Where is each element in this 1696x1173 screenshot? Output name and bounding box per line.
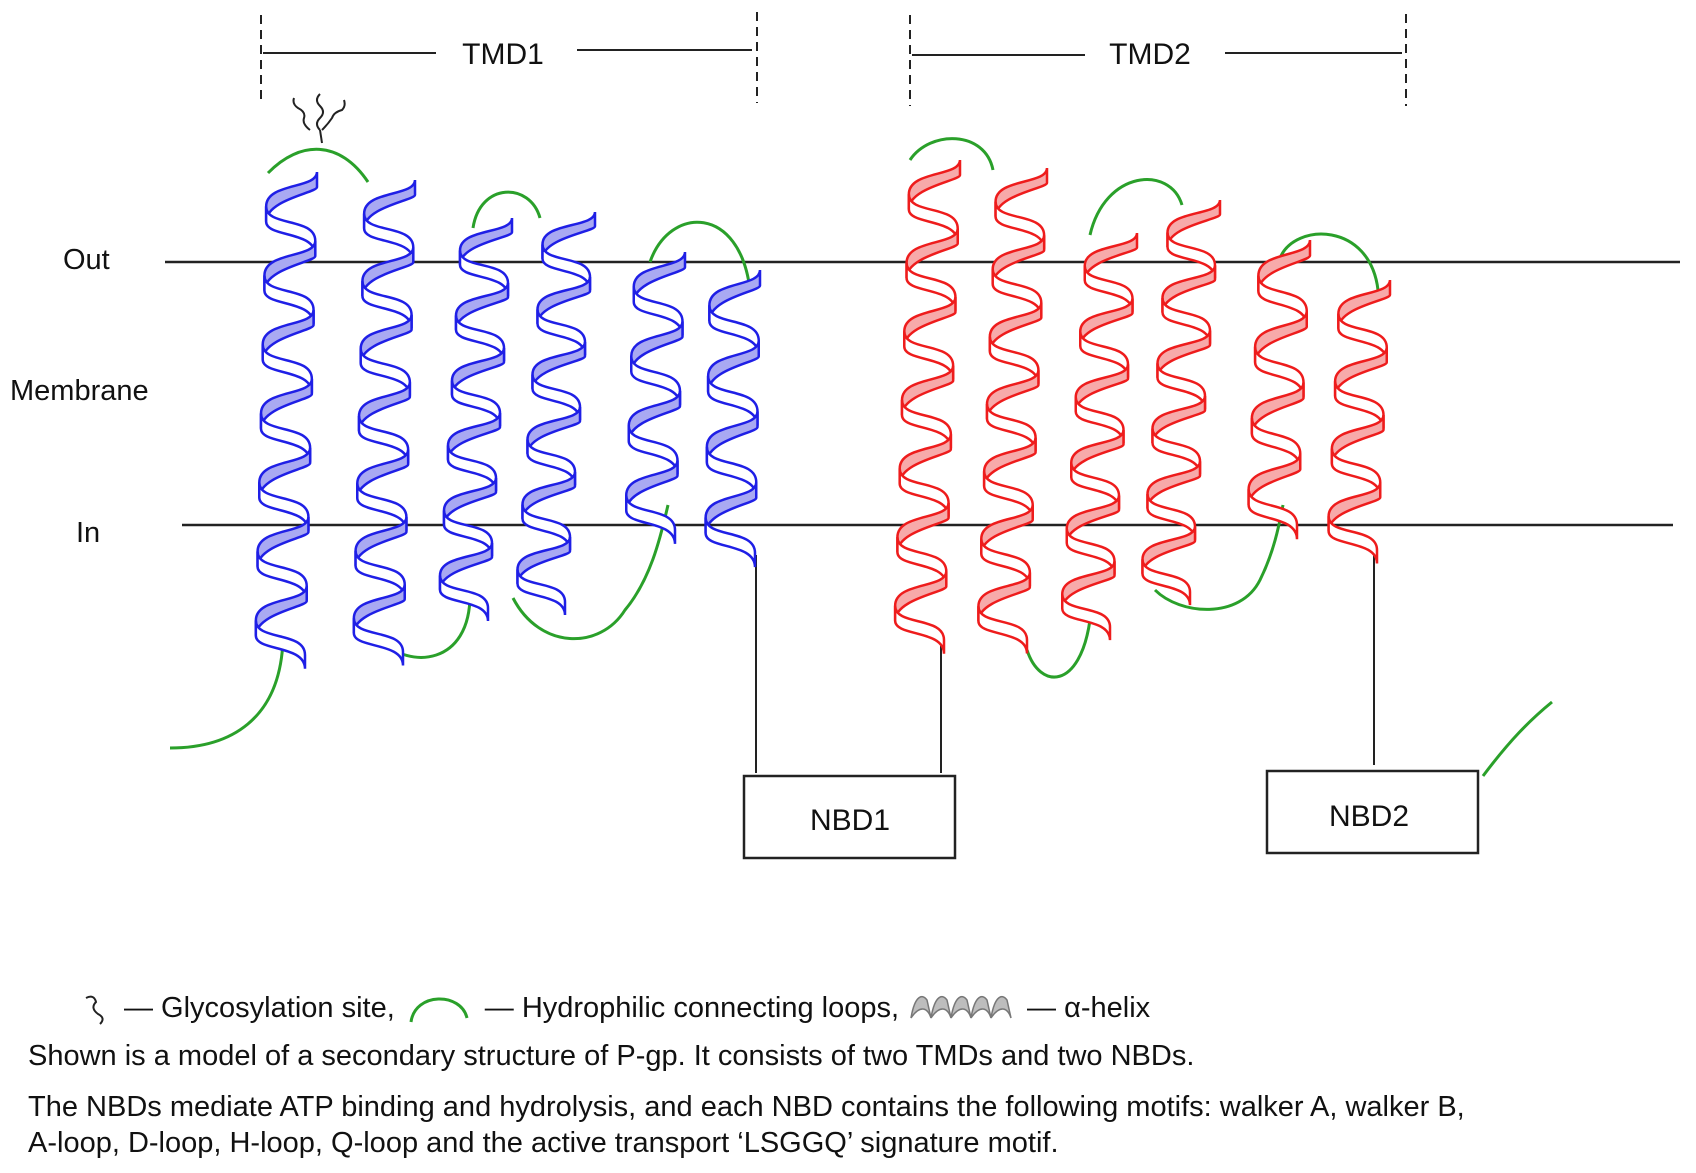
loop-ext-4 [908,137,995,171]
loop-ext-2 [471,190,542,229]
glycosylation-site [292,93,346,144]
helix-tmd1-4 [516,211,597,616]
helix-tmd2-4 [1141,199,1222,606]
tmd2-bracket [909,14,1407,106]
caption-line-1: Shown is a model of a secondary structur… [28,1040,1195,1072]
helix-tmd1-1 [254,171,319,669]
helix-tmd1-3 [438,217,514,622]
loop-ext-1 [266,147,370,183]
loop-ext-3 [648,220,752,291]
green-arc-icon [409,997,469,1023]
loop-int-5 [1153,504,1285,611]
helix-tmd2-2 [977,167,1049,654]
loop-n-terminus [169,639,285,750]
pgp-topology-diagram: TMD1 TMD2 Out Membrane In NBD1 NBD2 [10,12,1680,860]
legend-loops-text: — Hydrophilic connecting loops, [484,991,900,1024]
helix-tmd2-6 [1327,279,1392,564]
tmd2-label: TMD2 [1109,38,1191,71]
legend-glycosylation-text: — Glycosylation site, [124,991,395,1024]
loop-int-4 [1025,619,1092,679]
gray-helix-icon [910,995,1012,1019]
nbd2-label: NBD2 [1329,800,1409,833]
helix-tmd1-5 [625,251,687,545]
out-label: Out [63,244,110,276]
legend-helix-text: — α-helix [1027,991,1151,1024]
helix-tmd2-3 [1061,232,1139,641]
loop-ext-6 [1278,232,1380,291]
helix-tmd2-1 [893,159,962,654]
transmembrane-helices [254,159,1392,669]
helix-tmd1-6 [704,269,762,568]
helix-tmd1-2 [352,179,417,666]
loop-c-terminus [1481,700,1553,777]
nbd-connectors [755,548,1375,773]
loop-ext-5 [1088,178,1184,236]
tmd1-label: TMD1 [462,38,544,71]
tmd1-bracket [260,12,758,103]
glycosylation-squiggle-icon [85,995,104,1025]
in-label: In [76,517,100,549]
helix-tmd2-5 [1247,239,1312,540]
legend: — Glycosylation site, — Hydrophilic conn… [80,986,1154,1030]
nbd2-box [1265,769,1480,855]
membrane-label: Membrane [10,375,149,407]
caption-line-3: A-loop, D-loop, H-loop, Q-loop and the a… [28,1127,1059,1159]
caption-line-2: The NBDs mediate ATP binding and hydroly… [28,1091,1465,1123]
loop-int-2 [511,504,670,641]
nbd1-box [742,774,957,860]
nbd1-label: NBD1 [810,804,890,837]
